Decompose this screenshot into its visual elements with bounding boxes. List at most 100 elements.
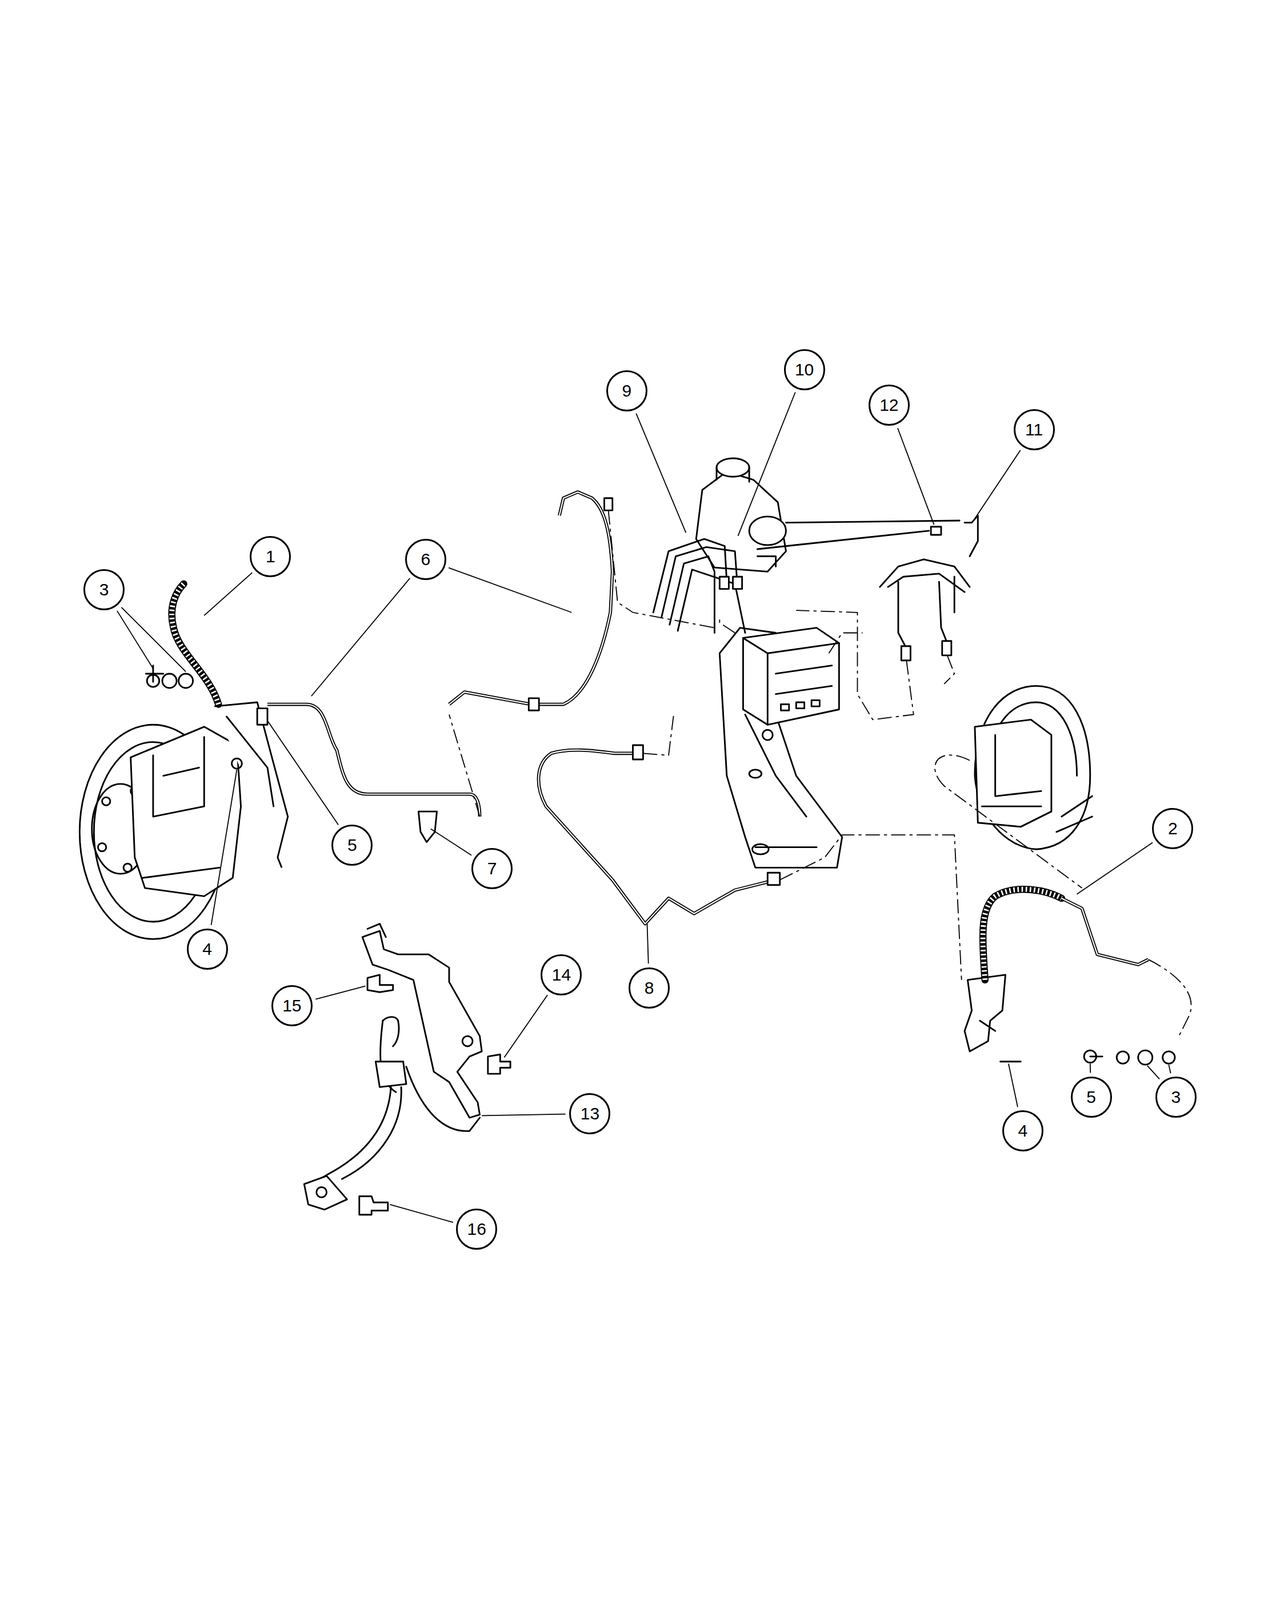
drawing-stroke: [538, 750, 776, 924]
callout-number: 4: [186, 928, 228, 970]
callout-text: 6: [421, 549, 431, 570]
drawing-stroke: [733, 576, 743, 589]
callout-number: 13: [569, 1093, 611, 1135]
callout-number: 16: [456, 1208, 498, 1250]
drawing-stroke: [752, 844, 770, 855]
drawing-stroke: [178, 673, 194, 688]
callout-text: 4: [1018, 1121, 1028, 1141]
drawing-stroke: [762, 729, 773, 740]
drawing-stroke: [1061, 898, 1149, 965]
callout-text: 9: [621, 381, 632, 401]
leader-line: [389, 1204, 454, 1223]
drawing-stroke: [661, 546, 738, 618]
leader-line: [504, 994, 548, 1058]
leader-line: [737, 392, 795, 536]
callout-text: 5: [347, 835, 358, 855]
leader-line: [897, 428, 935, 525]
right-brake-assembly: [934, 685, 1192, 1065]
callout-number: 3: [83, 569, 125, 611]
callout-text: 11: [1025, 420, 1043, 440]
callout-text: 2: [1168, 818, 1178, 839]
drawing-stroke: [642, 714, 674, 755]
leader-lines: [117, 392, 1171, 1223]
drawing-stroke: [316, 1186, 327, 1198]
drawing-stroke: [828, 633, 863, 654]
drawing-stroke: [796, 610, 914, 720]
leader-line: [430, 828, 472, 855]
callout-number: 15: [271, 985, 313, 1027]
drawing-stroke: [367, 974, 394, 992]
drawing-stroke: [449, 714, 480, 817]
drawing-stroke: [538, 750, 776, 924]
drawing-stroke: [749, 516, 786, 546]
drawing-stroke: [231, 758, 242, 769]
callout-text: 10: [794, 360, 814, 380]
drawing-stroke: [901, 646, 911, 661]
drawing-stroke: [488, 1054, 511, 1074]
drawing-stroke: [462, 1036, 473, 1047]
drawing-stroke: [796, 702, 804, 709]
drawing-stroke: [1056, 796, 1093, 832]
drawing-stroke: [406, 1066, 480, 1132]
wheel-speed-sensor: [304, 924, 511, 1215]
drawing-stroke: [944, 655, 955, 684]
drawing-stroke: [719, 617, 735, 634]
drawing-stroke: [677, 569, 746, 634]
drawing-stroke: [102, 797, 111, 806]
left-brake-assembly: [79, 584, 288, 940]
drawing-stroke: [257, 708, 268, 726]
drawing-stroke: [362, 930, 482, 1118]
drawing-stroke: [745, 714, 817, 847]
drawing-stroke: [367, 924, 386, 938]
leader-line: [448, 568, 572, 613]
drawing-stroke: [375, 1061, 407, 1088]
brake-tubes-9: [653, 538, 746, 633]
leader-line: [117, 610, 154, 669]
leader-line: [1077, 842, 1153, 895]
callout-number: 12: [868, 384, 910, 426]
leader-line: [315, 986, 366, 1000]
callout-text: 12: [879, 395, 899, 415]
drawing-stroke: [719, 576, 729, 589]
drawing-stroke: [528, 698, 539, 711]
callout-text: 4: [202, 939, 212, 959]
callout-number: 5: [331, 824, 373, 866]
drawing-stroke: [1061, 898, 1149, 965]
callout-text: 5: [1086, 1087, 1096, 1107]
callout-number: 6: [405, 538, 447, 580]
drawing-stroke: [97, 842, 106, 851]
callout-number: 5: [1070, 1076, 1112, 1118]
drawing-stroke: [172, 584, 219, 705]
leader-line: [311, 578, 411, 696]
drawing-stroke: [980, 1020, 1021, 1062]
callout-number: 8: [628, 967, 670, 1009]
drawing-stroke: [742, 637, 839, 725]
callout-number: 3: [1155, 1076, 1197, 1118]
callout-text: 15: [282, 996, 302, 1016]
drawing-stroke: [226, 716, 274, 807]
drawing-stroke: [757, 556, 776, 567]
callout-text: 13: [580, 1104, 600, 1124]
illustration-group: [79, 392, 1191, 1223]
drawing-stroke: [1116, 1051, 1129, 1064]
drawing-stroke: [781, 704, 790, 711]
drawing-stroke: [449, 492, 613, 705]
drawing-stroke: [311, 1086, 391, 1184]
drawing-stroke: [1090, 1055, 1103, 1058]
drawing-stroke: [418, 811, 437, 843]
drawing-stroke: [749, 769, 762, 778]
drawing-stroke: [341, 1086, 402, 1179]
drawing-stroke: [934, 754, 1082, 888]
hydraulic-control-unit: [719, 628, 842, 868]
drawing-stroke: [898, 581, 948, 648]
callout-number: 1: [249, 536, 291, 578]
drawing-stroke: [304, 1176, 347, 1210]
drawing-stroke: [742, 628, 839, 726]
drawing-stroke: [267, 704, 480, 817]
brake-tube-8: [538, 714, 962, 980]
leader-line: [636, 413, 686, 534]
drawing-stroke: [974, 719, 1052, 827]
drawing-stroke: [172, 584, 219, 705]
